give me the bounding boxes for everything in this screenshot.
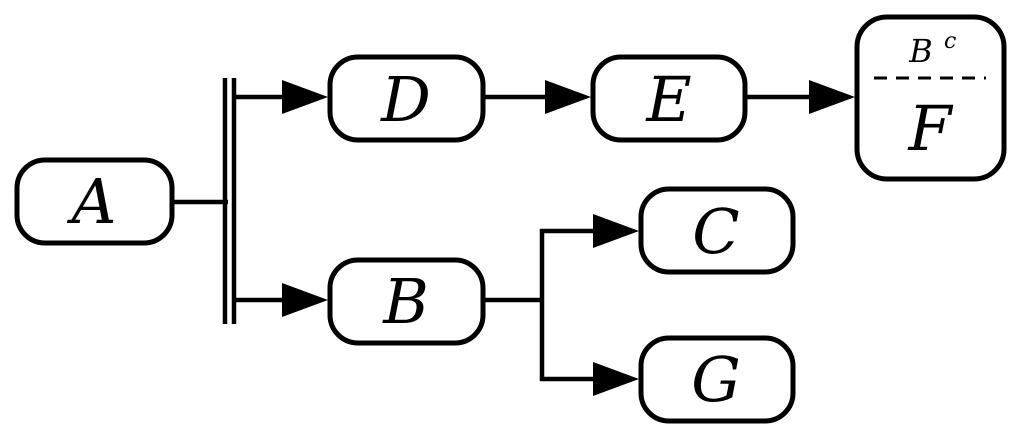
- arrowhead-e: [545, 80, 591, 114]
- node-a-box: [14, 157, 175, 246]
- node-c-box: [638, 186, 796, 275]
- node-e[interactable]: E: [590, 54, 748, 143]
- node-g[interactable]: G: [638, 335, 796, 424]
- arrowhead-b: [282, 283, 328, 317]
- node-d-label: D: [380, 63, 431, 136]
- node-d[interactable]: D: [327, 54, 486, 143]
- node-d-box: [327, 54, 486, 143]
- node-b-label: B: [382, 265, 429, 338]
- node-a-label: A: [67, 165, 117, 238]
- node-f-top-label: B: [908, 32, 933, 70]
- node-f[interactable]: B c F: [854, 14, 1007, 182]
- node-b[interactable]: B: [327, 257, 486, 346]
- arrowhead-d: [282, 80, 328, 114]
- node-f-box: [854, 14, 1007, 182]
- node-g-box: [638, 335, 796, 424]
- arrowhead-c: [593, 214, 639, 248]
- node-c[interactable]: C: [638, 186, 796, 275]
- node-e-label: E: [645, 63, 691, 136]
- node-b-box: [327, 257, 486, 346]
- node-e-box: [590, 54, 748, 143]
- node-f-label: F: [907, 92, 953, 165]
- node-f-top-superscript: c: [944, 29, 956, 54]
- arrowhead-f: [809, 80, 855, 114]
- node-c-label: C: [692, 195, 739, 268]
- node-a[interactable]: A: [14, 157, 175, 246]
- edges: [172, 78, 855, 396]
- arrowhead-g: [593, 362, 639, 396]
- node-g-label: G: [691, 343, 741, 416]
